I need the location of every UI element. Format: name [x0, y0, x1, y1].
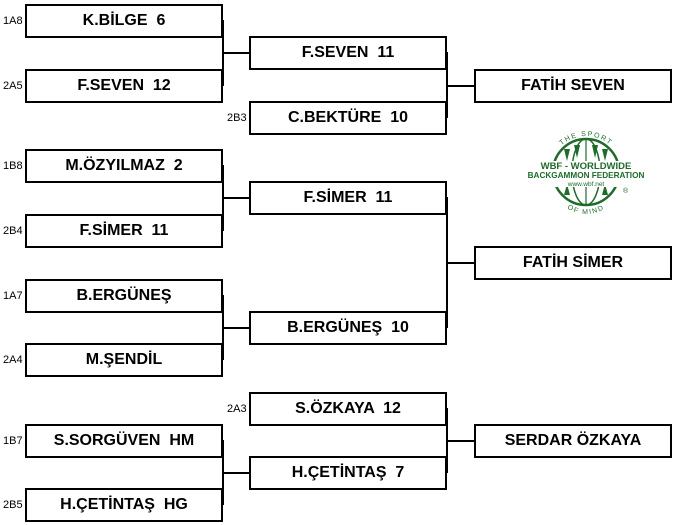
seed-label: 2A4 [3, 354, 23, 366]
round1-box-5: B.ERGÜNEŞ [25, 279, 223, 313]
round1-box-1: K.BİLGE 6 [25, 4, 223, 38]
bracket-connector [222, 197, 250, 199]
round2-box-3: F.SİMER 11 [249, 181, 447, 215]
round1-box-6: M.ŞENDİL [25, 343, 223, 377]
round1-box-2: F.SEVEN 12 [25, 69, 223, 103]
seed-label: 1B7 [3, 435, 23, 447]
round2-box-1: F.SEVEN 11 [249, 36, 447, 70]
round2-box-2: C.BEKTÜRE 10 [249, 101, 447, 135]
seed-label: 1A8 [3, 15, 23, 27]
bracket-connector [446, 85, 475, 87]
logo-line-2: BACKGAMMON FEDERATION [528, 171, 644, 180]
wbf-logo-graphic: THE SPORT OF MIND WBF - WORLDWIDE BACKGA… [528, 131, 644, 216]
seed-label: 2B3 [227, 112, 247, 124]
round1-box-4: F.SİMER 11 [25, 214, 223, 248]
wbf-logo: THE SPORT OF MIND WBF - WORLDWIDE BACKGA… [528, 128, 644, 216]
bracket-connector [222, 327, 250, 329]
logo-registered-mark: ® [623, 187, 629, 195]
seed-label: 2B5 [3, 499, 23, 511]
bracket-connector [446, 262, 475, 264]
seed-label: 1A7 [3, 290, 23, 302]
winner-box-1: FATİH SEVEN [474, 69, 672, 103]
bracket-connector [222, 52, 250, 54]
logo-line-1: WBF - WORLDWIDE [541, 161, 632, 172]
seed-label: 2A3 [227, 403, 247, 415]
seed-label: 2A5 [3, 80, 23, 92]
round2-box-6: H.ÇETİNTAŞ 7 [249, 456, 447, 490]
round1-box-7: S.SORGÜVEN HM [25, 424, 223, 458]
winner-box-3: SERDAR ÖZKAYA [474, 424, 672, 458]
seed-label: 2B4 [3, 225, 23, 237]
round1-box-3: M.ÖZYILMAZ 2 [25, 149, 223, 183]
round1-box-8: H.ÇETİNTAŞ HG [25, 488, 223, 522]
logo-url: www.wbf.net [567, 181, 605, 188]
round2-box-4: B.ERGÜNEŞ 10 [249, 311, 447, 345]
bracket-connector [222, 472, 250, 474]
round2-box-5: S.ÖZKAYA 12 [249, 392, 447, 426]
winner-box-2: FATİH SİMER [474, 246, 672, 280]
bracket-connector [446, 440, 475, 442]
seed-label: 1B8 [3, 160, 23, 172]
